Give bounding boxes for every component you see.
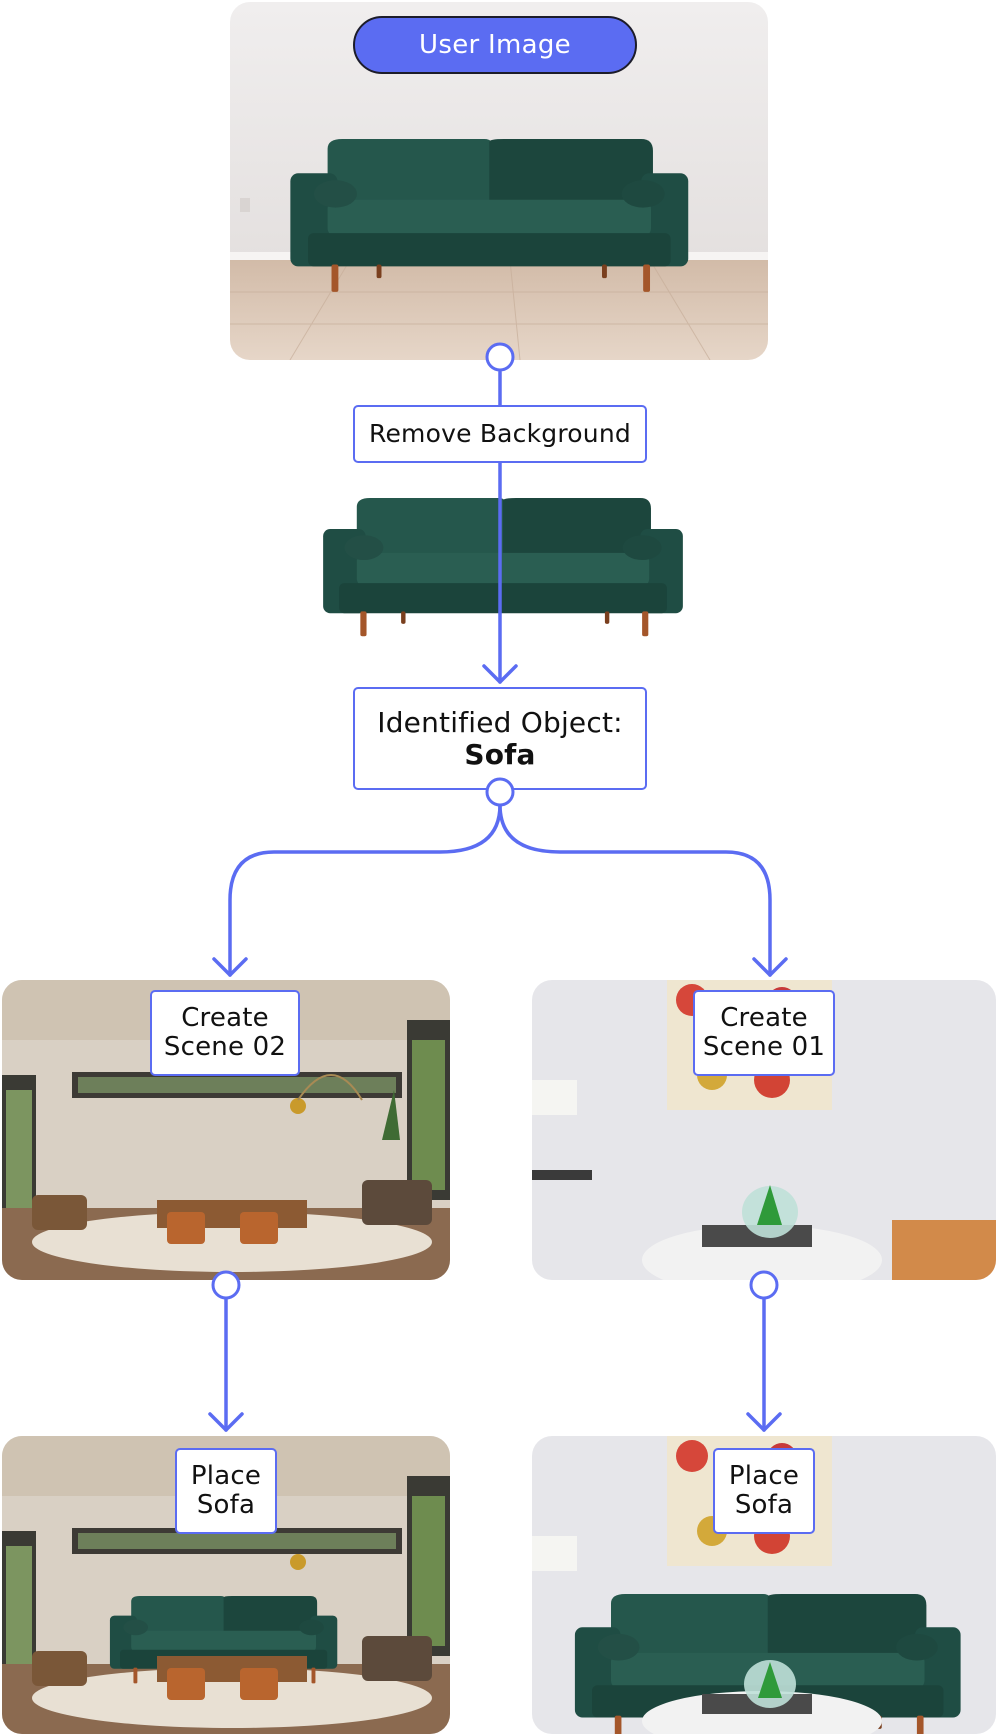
removed-background-sofa <box>318 498 688 638</box>
place-sofa-left-line2: Sofa <box>196 1490 256 1520</box>
create-scene-01-line1: Create <box>720 1002 808 1033</box>
create-scene-01-box: Create Scene 01 <box>693 990 835 1076</box>
user-image-label: User Image <box>353 16 637 74</box>
place-sofa-left-line1: Place <box>190 1460 262 1491</box>
connector-branch-right <box>498 803 772 977</box>
place-sofa-right-box: Place Sofa <box>713 1448 815 1534</box>
create-scene-02-box: Create Scene 02 <box>150 990 300 1076</box>
create-scene-01-line2: Scene 01 <box>702 1032 826 1062</box>
user-image-label-text: User Image <box>419 30 571 60</box>
place-sofa-right-line2: Sofa <box>734 1490 794 1520</box>
remove-background-text: Remove Background <box>369 419 631 448</box>
connector-branch-left <box>228 803 502 977</box>
identified-object-box: Identified Object: Sofa <box>353 687 647 790</box>
arrow-to-scene-02 <box>212 957 248 977</box>
create-scene-02-line1: Create <box>181 1002 269 1033</box>
create-scene-02-line2: Scene 02 <box>163 1032 287 1062</box>
identified-object-label: Identified Object: <box>377 706 623 740</box>
place-sofa-left-box: Place Sofa <box>175 1448 277 1534</box>
arrow-to-place-right <box>746 1412 782 1432</box>
arrow-to-identified <box>482 664 518 684</box>
identified-object-value: Sofa <box>464 737 536 771</box>
place-sofa-right-line1: Place <box>728 1460 800 1491</box>
place-sofa-right-image <box>532 1436 996 1734</box>
arrow-to-place-left <box>208 1412 244 1432</box>
remove-background-box: Remove Background <box>353 405 647 463</box>
arrow-to-scene-01 <box>752 957 788 977</box>
